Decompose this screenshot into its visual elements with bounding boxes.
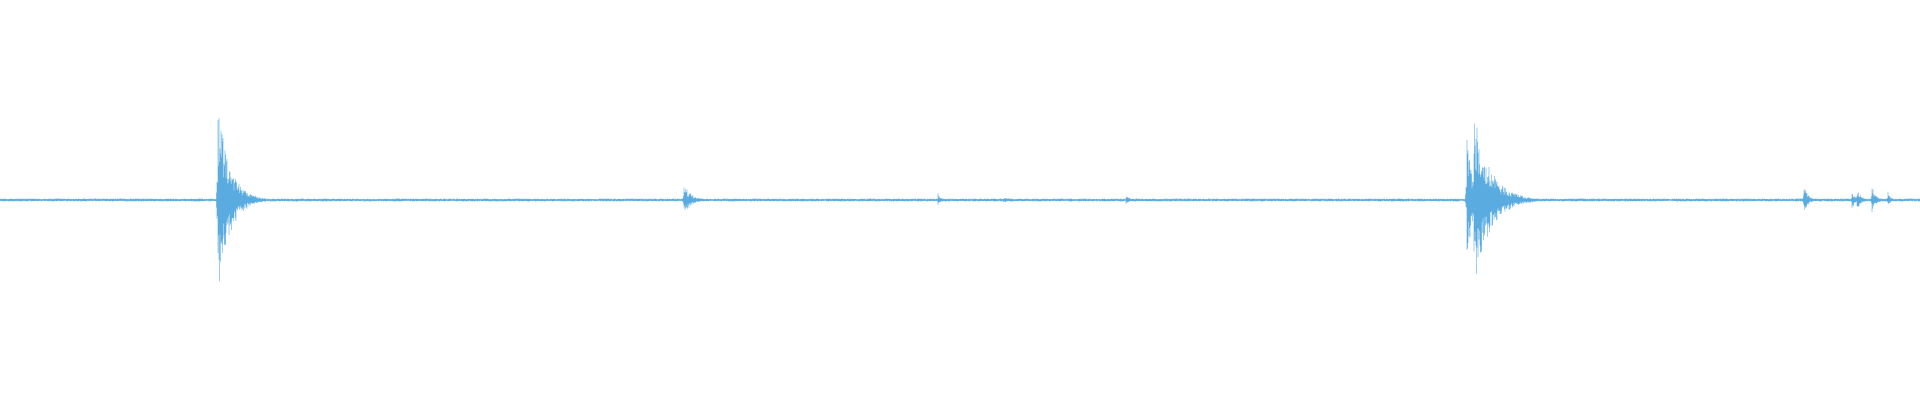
waveform-series xyxy=(0,118,1920,282)
